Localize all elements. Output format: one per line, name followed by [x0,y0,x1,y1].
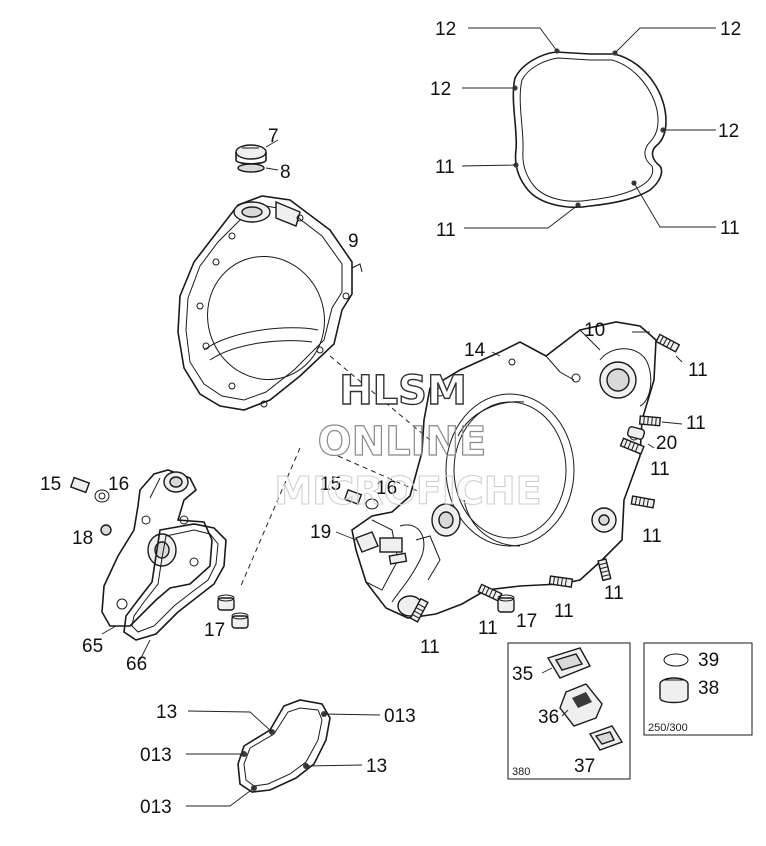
bleed-screw-and-washer [69,476,112,536]
callout-11: 11 [720,218,740,239]
filler-plug [235,139,279,173]
callout-013: 013 [140,745,172,766]
callout-17: 17 [204,620,225,641]
clutch-cover-gasket [512,48,667,209]
callout-17: 17 [516,611,537,632]
callout-11: 11 [686,413,706,434]
callout-10: 10 [584,320,605,341]
alignment-line-cover [329,355,431,441]
crankcase-leaders [335,331,683,541]
box-caption-250-300: 250/300 [648,722,688,734]
callout-11: 11 [604,583,624,604]
callout-14: 14 [464,340,486,361]
water-pump-leaders [101,625,151,661]
drain-screw-and-washer [343,489,379,510]
watermark: HLSM ONLINE MICROFICHE [274,367,542,513]
inset-box-250-300 [643,642,753,736]
callout-labels: 12 12 12 12 11 11 11 7 8 9 10 14 11 11 2… [40,19,741,818]
callout-11: 11 [688,360,708,381]
studs [388,333,681,623]
callout-13: 13 [156,702,177,723]
callout-37: 37 [574,756,595,777]
callout-66: 66 [126,654,147,675]
callout-15: 15 [40,474,61,495]
clutch-cover [177,195,363,411]
dowel-sleeves [217,594,249,629]
callout-013: 013 [140,797,172,818]
callout-11: 11 [642,526,662,547]
watermark-line-2: ONLINE [318,419,487,465]
callout-9: 9 [348,231,359,252]
gasket-leader-lines [461,27,716,229]
callout-8: 8 [280,162,291,183]
callout-15: 15 [320,474,341,495]
callout-12: 12 [718,121,739,142]
callout-35: 35 [512,664,533,685]
callout-013: 013 [384,706,416,727]
callout-16: 16 [376,478,397,499]
callout-11: 11 [435,157,455,178]
callout-20: 20 [656,433,677,454]
water-pump-cover [101,469,213,627]
callout-12: 12 [720,19,741,40]
callout-12: 12 [435,19,456,40]
callout-11: 11 [478,618,498,639]
crankcase-half [351,321,657,619]
callout-36: 36 [538,707,559,728]
callout-38: 38 [698,678,719,699]
callout-11: 11 [650,459,670,480]
callout-11: 11 [554,601,574,622]
callout-11: 11 [420,637,440,658]
callout-18: 18 [72,528,93,549]
small-gasket-leaders [186,710,381,807]
dowel-pin [626,426,646,440]
callout-19: 19 [310,522,331,543]
callout-16: 16 [108,474,129,495]
watermark-line-1: HLSM [339,368,467,414]
watermark-line-3: MICROFICHE [274,469,541,513]
inset-box-380 [507,642,631,780]
box-caption-380: 380 [512,766,530,778]
alignment-line-crankcase [337,455,421,493]
alignment-line-water-pump [239,447,301,589]
water-pump-gasket [123,523,227,641]
dowel-sleeve [497,594,515,613]
bearing-part-19 [355,531,379,553]
callout-65: 65 [82,636,103,657]
callout-12: 12 [430,79,451,100]
callout-39: 39 [698,650,719,671]
callout-13: 13 [366,756,387,777]
callout-7: 7 [268,126,279,147]
callout-11: 11 [436,220,456,241]
